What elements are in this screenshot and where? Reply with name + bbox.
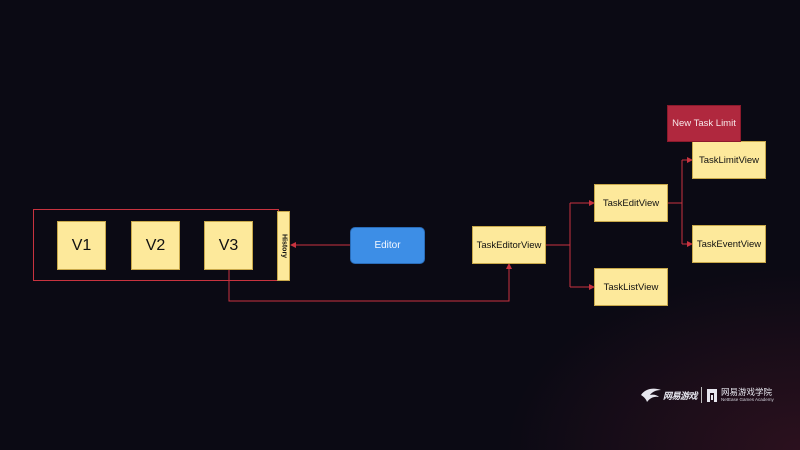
history-label: History xyxy=(280,233,287,259)
editor-node: Editor xyxy=(350,227,425,264)
history-tab: History xyxy=(277,211,290,281)
taskeditorview-branch-line xyxy=(546,203,571,287)
task-list-view-node: TaskListView xyxy=(594,268,668,306)
academy-text-block: 网易游戏学院 NetEase Games Academy xyxy=(721,386,774,403)
netease-bird-icon xyxy=(641,388,661,402)
logo-divider xyxy=(701,387,703,403)
version-box-v1: V1 xyxy=(57,221,106,270)
task-limit-view-node: TaskLimitView xyxy=(692,141,766,179)
academy-emblem-icon xyxy=(707,389,718,402)
task-editor-view-node: TaskEditorView xyxy=(472,226,546,264)
version-box-v3: V3 xyxy=(204,221,253,270)
academy-en-text: NetEase Games Academy xyxy=(721,397,774,402)
version-box-v2: V2 xyxy=(131,221,180,270)
brand-cn-text: 网易游戏 xyxy=(663,390,698,401)
task-event-view-node: TaskEventView xyxy=(692,225,766,263)
v3-to-taskeditorview-arrow xyxy=(228,263,512,302)
taskeditview-branch-line xyxy=(668,160,683,244)
task-edit-view-node: TaskEditView xyxy=(594,184,668,222)
academy-cn-text: 网易游戏学院 xyxy=(721,386,773,397)
new-task-limit-node: New Task Limit xyxy=(667,105,741,142)
netease-games-logo: 网易游戏 网易游戏学院 NetEase Games Academy xyxy=(640,383,780,407)
